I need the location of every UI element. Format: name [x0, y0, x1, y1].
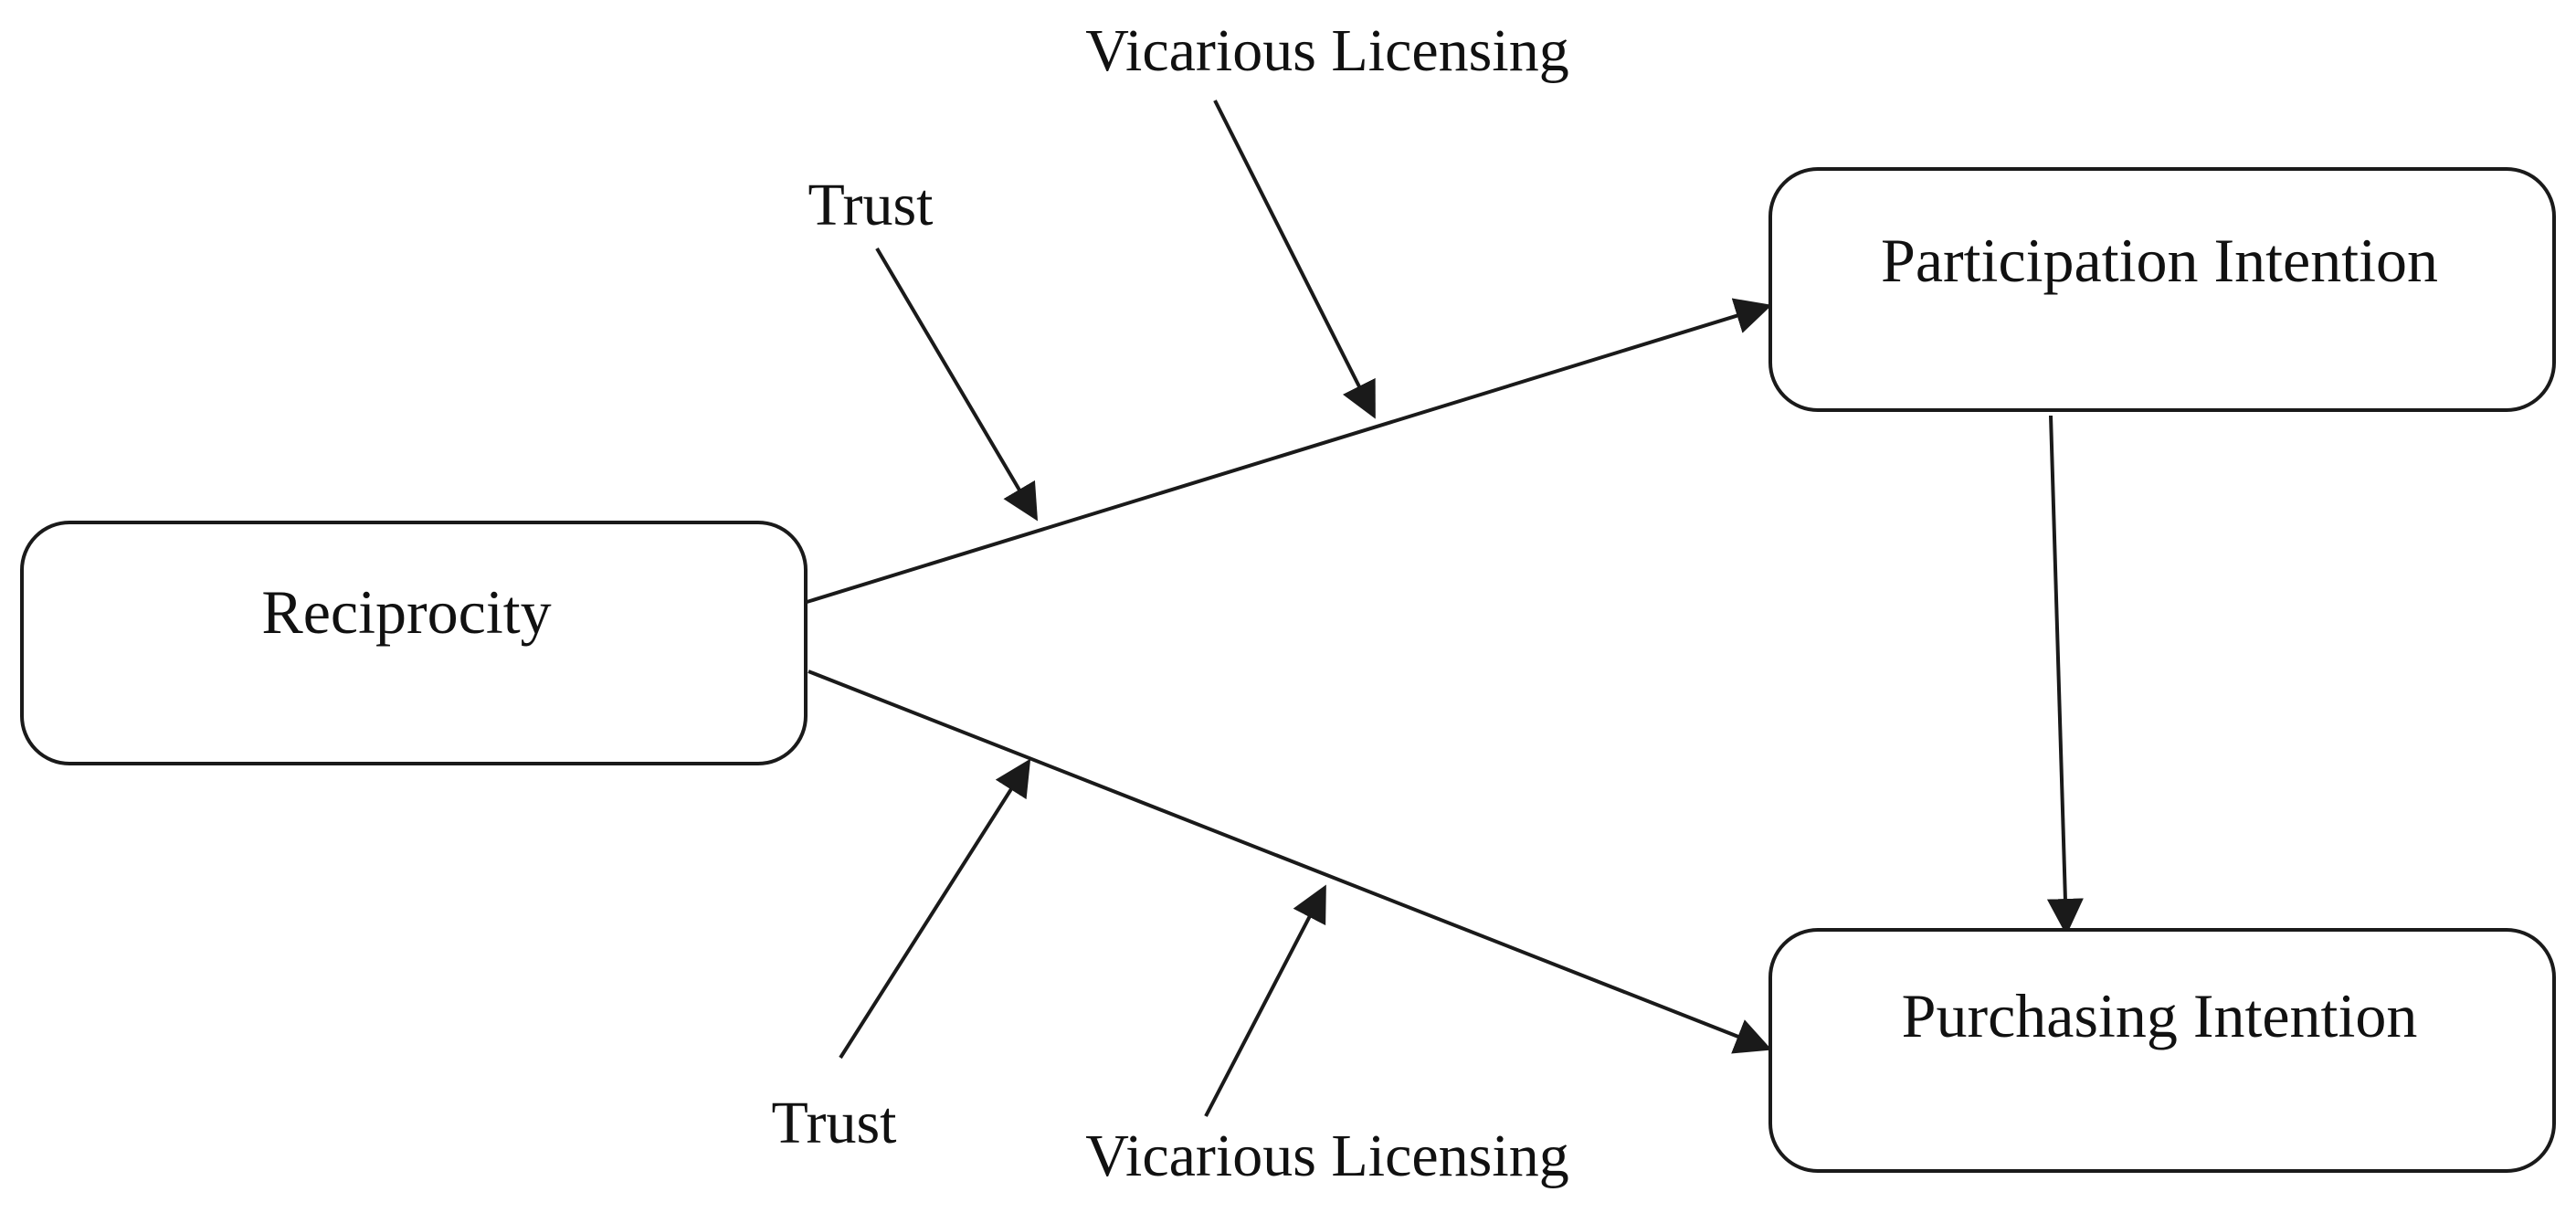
moderator-arrow-trust-upper — [875, 247, 1039, 522]
participation-intention-box — [1768, 167, 2556, 412]
moderator-arrow-trust-lower — [839, 758, 1031, 1060]
path-reciprocity-to-purchasing — [808, 670, 1772, 1054]
moderator-label-vicarious-licensing-lower: Vicarious Licensing — [1085, 1123, 1569, 1189]
moderator-label-trust-lower: Trust — [771, 1090, 897, 1156]
path-reciprocity-to-participation — [803, 298, 1772, 605]
purchasing-intention-label: Purchasing Intention — [1901, 981, 2418, 1050]
moderator-label-vicarious-licensing-upper: Vicarious Licensing — [1085, 17, 1569, 84]
reciprocity-box — [20, 521, 808, 765]
moderator-arrow-vicarious-licensing-upper — [1213, 100, 1376, 419]
path-participation-to-purchasing — [2046, 415, 2084, 935]
participation-intention-label: Participation Intention — [1881, 226, 2438, 295]
moderator-label-trust-upper: Trust — [808, 172, 934, 238]
reciprocity-label: Reciprocity — [261, 577, 552, 647]
moderator-arrow-vicarious-licensing-lower — [1204, 884, 1326, 1117]
purchasing-intention-box — [1768, 928, 2556, 1173]
